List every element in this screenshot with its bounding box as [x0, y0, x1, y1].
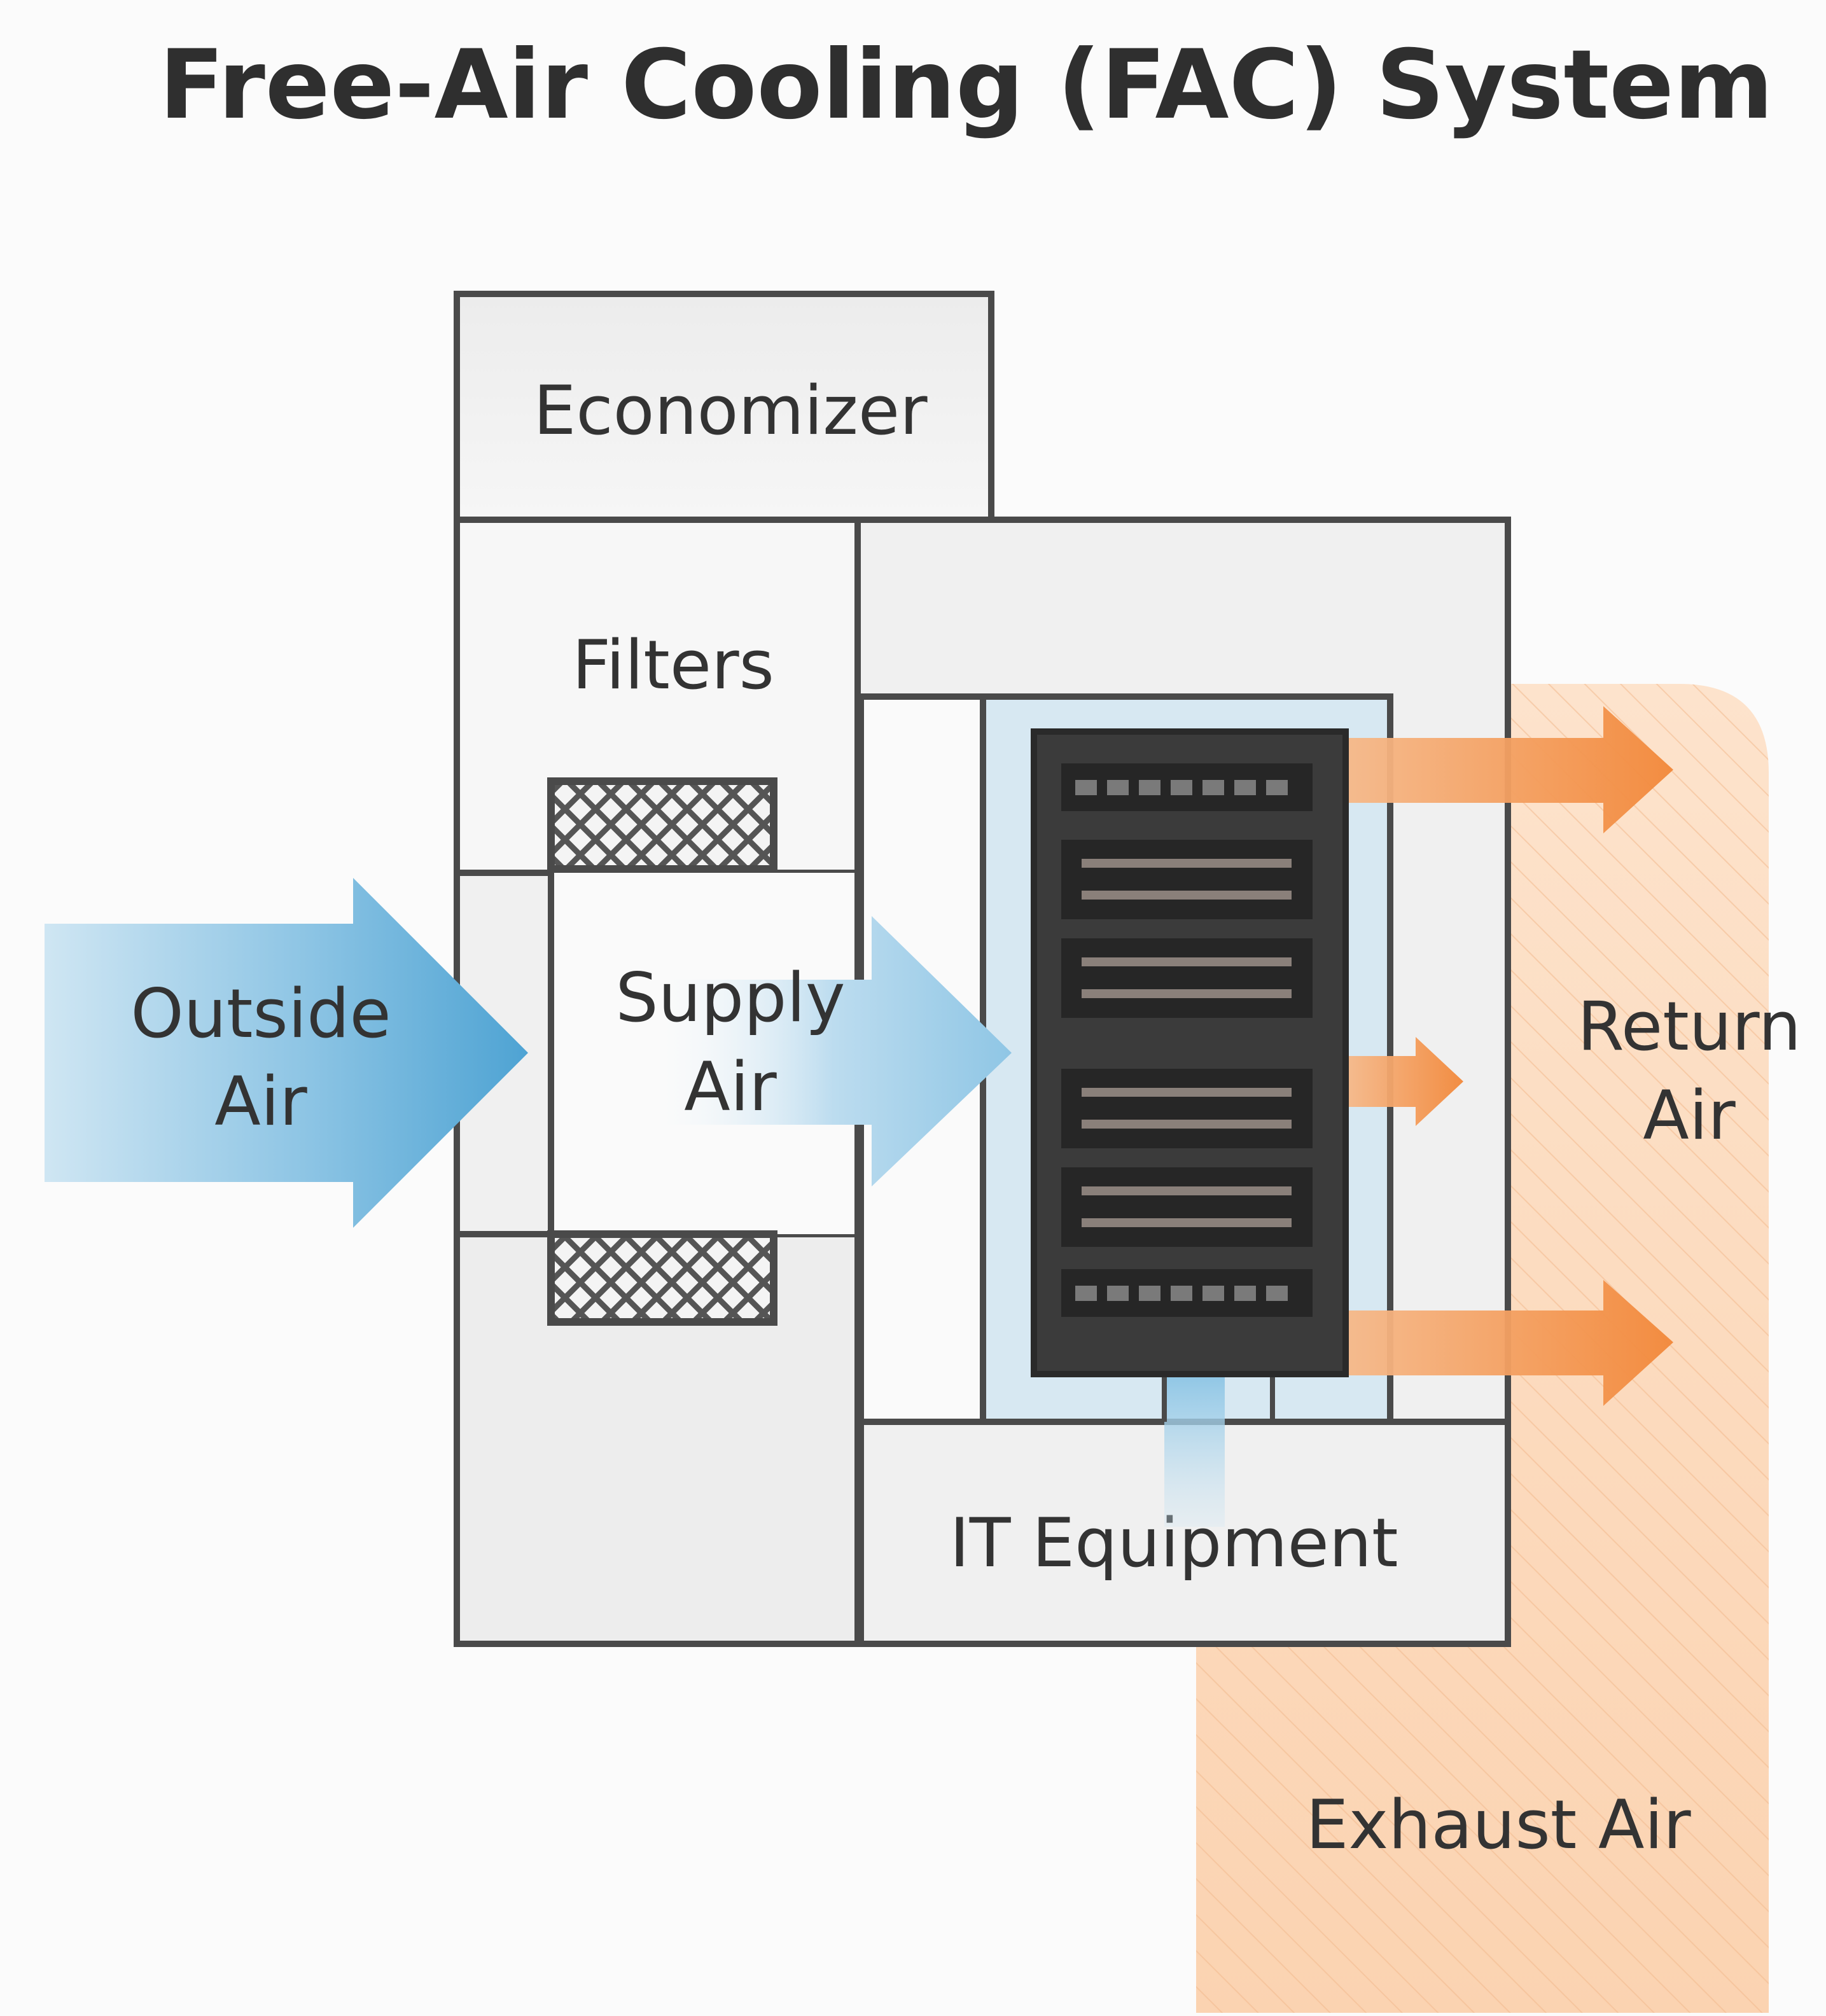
return-air-label-line1: Return: [1577, 987, 1801, 1066]
exhaust-air-label: Exhaust Air: [1306, 1786, 1690, 1864]
return-air-label-line2: Air: [1643, 1076, 1736, 1155]
economizer-box: [454, 291, 994, 523]
rack-base-airflow: [1164, 1374, 1225, 1527]
filters-label: Filters: [572, 626, 774, 704]
supply-air-arrow: [655, 916, 1012, 1186]
supply-air-label-line2: Air: [684, 1048, 777, 1126]
outside-air-label-line1: Outside: [130, 975, 391, 1053]
lower-filter-mesh: [547, 1230, 777, 1326]
diagram-title: Free-Air Cooling (FAC) System: [159, 30, 1773, 141]
hot-air-arrow-top: [1349, 706, 1673, 833]
hot-air-arrow-bottom: [1349, 1280, 1673, 1406]
outside-air-arrow: [45, 878, 528, 1228]
economizer-label: Economizer: [533, 372, 928, 450]
server-rack: [1031, 728, 1349, 1377]
outside-air-label-line2: Air: [214, 1062, 307, 1141]
hot-air-arrow-middle: [1349, 1037, 1463, 1126]
supply-air-label-line1: Supply: [615, 959, 845, 1037]
upper-filter-mesh: [547, 777, 777, 873]
